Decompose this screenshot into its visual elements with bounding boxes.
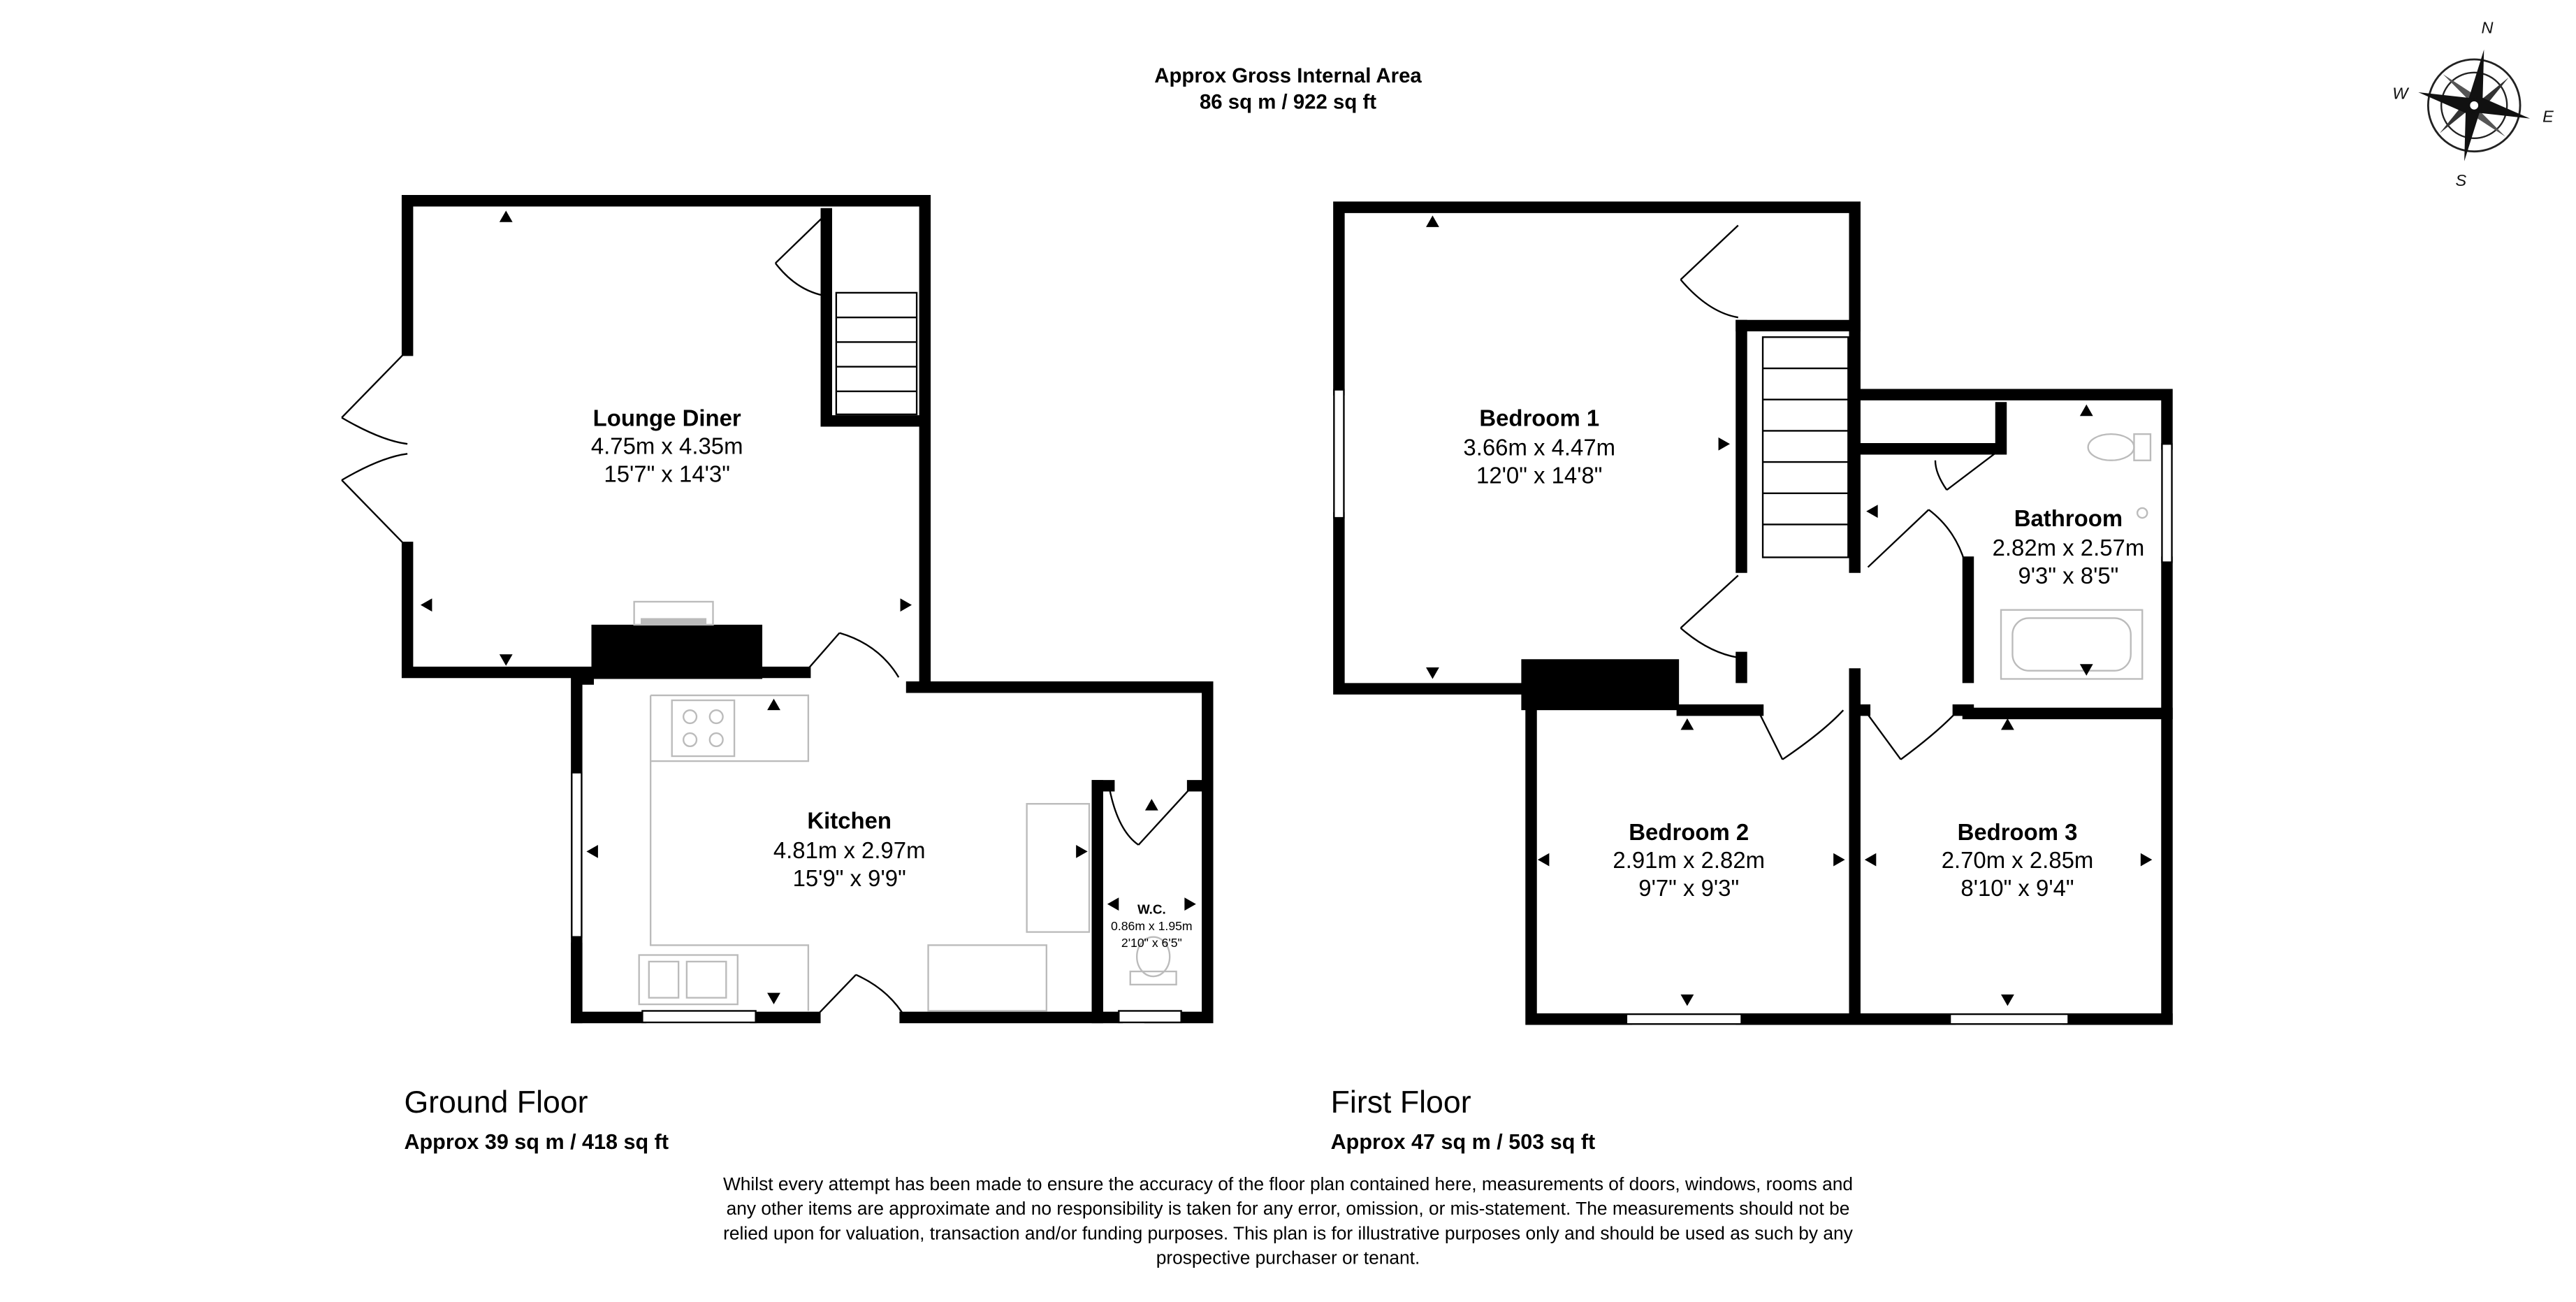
ground-floor-plan [341, 194, 1214, 1024]
ground-floor-title: Ground Floor [404, 1085, 588, 1120]
lounge-metric: 4.75m x 4.35m [591, 433, 743, 458]
kitchen-name: Kitchen [807, 807, 892, 833]
gross-area-value: 86 sq m / 922 sq ft [1200, 91, 1376, 114]
wc-name: W.C. [1137, 902, 1166, 917]
bedroom3-name: Bedroom 3 [1958, 819, 2078, 845]
bedroom3-metric: 2.70m x 2.85m [1942, 847, 2094, 873]
bedroom1-metric: 3.66m x 4.47m [1463, 435, 1615, 461]
kitchen-imperial: 15'9" x 9'9" [793, 865, 906, 891]
compass-rose-icon [2418, 49, 2531, 161]
disclaimer-line: prospective purchaser or tenant. [1156, 1247, 1420, 1268]
kitchen-metric: 4.81m x 2.97m [773, 837, 926, 863]
bathroom-name: Bathroom [2014, 505, 2123, 531]
first-floor-title: First Floor [1331, 1085, 1471, 1120]
lounge-imperial: 15'7" x 14'3" [604, 461, 729, 486]
bedroom1-name: Bedroom 1 [1479, 405, 1599, 431]
bathroom-metric: 2.82m x 2.57m [1993, 535, 2145, 560]
bedroom2-imperial: 9'7" x 9'3" [1638, 875, 1739, 901]
gross-area-title: Approx Gross Internal Area [1154, 64, 1422, 87]
bedroom1-imperial: 12'0" x 14'8" [1476, 463, 1602, 489]
disclaimer-line: Whilst every attempt has been made to en… [723, 1173, 1853, 1194]
ground-floor-area: Approx 39 sq m / 418 sq ft [404, 1130, 669, 1154]
bathroom-imperial: 9'3" x 8'5" [2018, 563, 2118, 588]
first-floor-area: Approx 47 sq m / 503 sq ft [1331, 1130, 1596, 1154]
compass-n-label: N [2482, 18, 2494, 36]
bedroom3-imperial: 8'10" x 9'4" [1960, 875, 2074, 901]
disclaimer-line: any other items are approximate and no r… [727, 1198, 1850, 1219]
compass-w-label: W [2392, 84, 2410, 102]
bedroom2-metric: 2.91m x 2.82m [1613, 847, 1765, 873]
lounge-name: Lounge Diner [593, 405, 741, 431]
compass-s-label: S [2456, 171, 2467, 189]
first-floor-plan [1333, 201, 2173, 1025]
compass-e-label: E [2542, 107, 2554, 125]
wc-metric: 0.86m x 1.95m [1111, 919, 1193, 933]
wc-imperial: 2'10" x 6'5" [1121, 936, 1182, 950]
bedroom2-name: Bedroom 2 [1629, 819, 1749, 845]
disclaimer-line: relied upon for valuation, transaction a… [723, 1222, 1854, 1243]
